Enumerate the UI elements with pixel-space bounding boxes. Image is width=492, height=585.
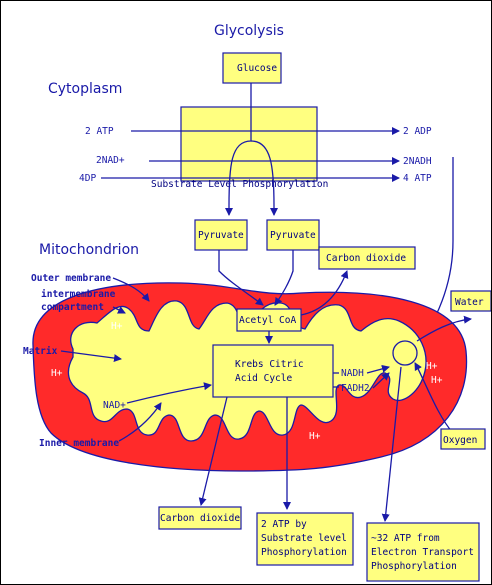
glycolysis-box <box>181 107 317 181</box>
glucose-label: Glucose <box>237 63 277 74</box>
atp-electron-line-3: Phosphorylation <box>371 561 457 572</box>
fadh2-label: FADH2 <box>341 383 370 394</box>
atp-substrate-line-1: 2 ATP by <box>261 519 307 530</box>
diagram-title: Glycolysis <box>214 23 284 39</box>
acetyl-coa-label: Acetyl CoA <box>239 315 296 326</box>
intermembrane-label-2: compartment <box>41 302 104 313</box>
krebs-label-2: Acid Cycle <box>235 373 292 384</box>
h-plus-4: H+ <box>431 375 443 386</box>
output-adp: 2 ADP <box>403 126 432 137</box>
substrate-level-label: Substrate Level Phosphorylation <box>151 179 328 190</box>
input-nad: 2NAD+ <box>96 155 125 166</box>
atp-substrate-line-3: Phosphorylation <box>261 547 347 558</box>
atp-electron-line-1: ~32 ATP from <box>371 533 440 544</box>
inner-membrane-label: Inner membrane <box>39 438 119 449</box>
cytoplasm-heading: Cytoplasm <box>48 81 122 97</box>
input-atp: 2 ATP <box>85 126 114 137</box>
atp-substrate-line-2: Substrate level <box>261 533 347 544</box>
water-label: Water <box>455 297 484 308</box>
pyruvate-label-right: Pyruvate <box>270 230 316 241</box>
krebs-label-1: Krebs Citric <box>235 359 304 370</box>
krebs-cycle-box <box>213 345 333 397</box>
matrix-label: Matrix <box>23 346 58 357</box>
h-plus-2: H+ <box>51 368 63 379</box>
h-plus-3: H+ <box>426 361 438 372</box>
nad-plus-label: NAD+ <box>103 400 126 411</box>
intermembrane-label-1: intermembrane <box>41 289 116 300</box>
oxygen-label: Oxygen <box>443 435 477 446</box>
atp-electron-line-2: Electron Transport <box>371 547 474 558</box>
carbon-dioxide-label-top: Carbon dioxide <box>326 253 406 264</box>
carbon-dioxide-label-bottom: Carbon dioxide <box>160 513 240 524</box>
pyruvate-label-left: Pyruvate <box>198 230 244 241</box>
outer-membrane-label: Outer membrane <box>31 273 111 284</box>
nadh-label: NADH <box>341 368 364 379</box>
output-atp: 4 ATP <box>403 173 432 184</box>
output-nadh: 2NADH <box>403 156 432 167</box>
mitochondrion-heading: Mitochondrion <box>39 242 139 258</box>
h-plus-5: H+ <box>309 431 321 442</box>
h-plus-1: H+ <box>111 321 123 332</box>
input-dp: 4DP <box>79 173 96 184</box>
